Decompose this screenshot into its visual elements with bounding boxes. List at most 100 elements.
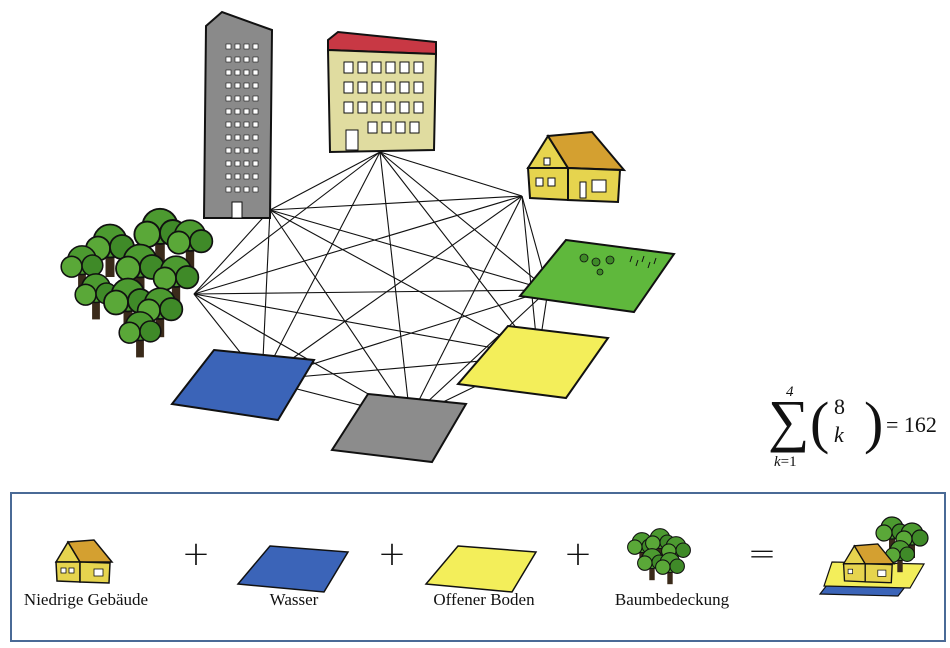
tower-window — [243, 82, 250, 89]
legend-tree-icon — [627, 528, 691, 585]
tower-window — [252, 134, 259, 141]
legend-label-tree-cover: Baumbedeckung — [614, 590, 730, 609]
office-window — [399, 61, 410, 74]
connection-line — [409, 289, 549, 419]
tower-window — [234, 173, 241, 180]
office-building-icon — [326, 30, 438, 154]
tower-window — [234, 160, 241, 167]
legend-label-low-buildings: Niedrige Gebäude — [23, 590, 149, 609]
tower-window — [234, 69, 241, 76]
office-window — [413, 61, 424, 74]
tower-window — [225, 108, 232, 115]
tower-window — [234, 134, 241, 141]
connection-line — [269, 151, 381, 211]
office-window — [343, 61, 354, 74]
equals-sign: = — [747, 534, 777, 574]
tower-window — [243, 43, 250, 50]
tower-window — [234, 147, 241, 154]
office-window — [343, 101, 354, 114]
tower-window — [243, 108, 250, 115]
tower-window — [243, 134, 250, 141]
tower-window — [234, 186, 241, 193]
connection-line — [261, 209, 271, 381]
office-window — [385, 81, 396, 94]
binomial-bottom: k — [834, 422, 844, 447]
office-window — [413, 81, 424, 94]
tower-window — [243, 121, 250, 128]
tower-window — [225, 186, 232, 193]
tower-window — [243, 56, 250, 63]
plus-sign-3: + — [563, 534, 593, 574]
tower-window — [225, 147, 232, 154]
plus-sign-1: + — [181, 534, 211, 574]
legend-house-icon — [54, 539, 114, 584]
connection-line — [269, 209, 539, 357]
plus-sign-2: + — [377, 534, 407, 574]
office-window — [385, 101, 396, 114]
connection-line — [409, 195, 523, 419]
legend-label-bare-soil: Offener Boden — [433, 590, 535, 609]
office-window — [409, 121, 420, 134]
forest-icon — [60, 207, 214, 359]
legend-soil-icon — [424, 545, 538, 593]
connection-line — [193, 195, 523, 295]
binomial-top: 8 — [834, 394, 845, 419]
office-window — [395, 121, 406, 134]
legend-combined-icon — [818, 516, 929, 597]
tower-window — [225, 69, 232, 76]
tower-window — [252, 160, 259, 167]
tower-window — [252, 43, 259, 50]
tower-window — [252, 69, 259, 76]
tower-window — [243, 160, 250, 167]
bare-soil-patch-icon — [456, 324, 610, 400]
office-window — [357, 101, 368, 114]
tower-window — [225, 56, 232, 63]
connection-line — [193, 289, 549, 295]
office-window — [367, 121, 378, 134]
office-window — [413, 101, 424, 114]
grass-patch-icon — [518, 238, 676, 314]
tower-window — [225, 95, 232, 102]
binomial-right-paren: ) — [864, 390, 884, 455]
tower-window — [252, 95, 259, 102]
tower-window — [243, 173, 250, 180]
tower-window — [225, 121, 232, 128]
tower-window — [243, 186, 250, 193]
tower-window — [225, 160, 232, 167]
connection-line — [269, 195, 523, 211]
tower-window — [225, 82, 232, 89]
tower-window — [252, 108, 259, 115]
tower-window — [234, 82, 241, 89]
formula-result: = 162 — [886, 412, 937, 437]
tower-window — [252, 56, 259, 63]
legend-icons — [54, 516, 929, 597]
tower-window — [234, 56, 241, 63]
tower-window — [252, 173, 259, 180]
tower-window — [252, 82, 259, 89]
connection-line — [261, 151, 381, 381]
tower-window — [225, 173, 232, 180]
legend-box: + + + = Niedrige Gebäude Wasser Offener … — [10, 492, 946, 642]
tower-window — [252, 121, 259, 128]
tower-window — [252, 186, 259, 193]
office-window — [371, 61, 382, 74]
tower-window — [234, 43, 241, 50]
sum-upper-limit: 4 — [786, 384, 794, 400]
office-window — [371, 101, 382, 114]
impervious-patch-icon — [330, 392, 468, 464]
sum-symbol: ∑ — [768, 388, 810, 453]
connection-line — [379, 151, 549, 291]
office-window — [381, 121, 392, 134]
tower-window — [234, 121, 241, 128]
tower-icon — [202, 10, 274, 219]
office-window — [343, 81, 354, 94]
connection-line — [269, 209, 549, 291]
sum-lower-limit: k=1 — [774, 454, 797, 470]
tower-window — [234, 108, 241, 115]
legend-water-icon — [236, 545, 350, 593]
office-window — [399, 81, 410, 94]
connection-line — [379, 151, 523, 197]
connection-line — [261, 195, 523, 381]
tower-window — [243, 95, 250, 102]
tower-window — [225, 43, 232, 50]
